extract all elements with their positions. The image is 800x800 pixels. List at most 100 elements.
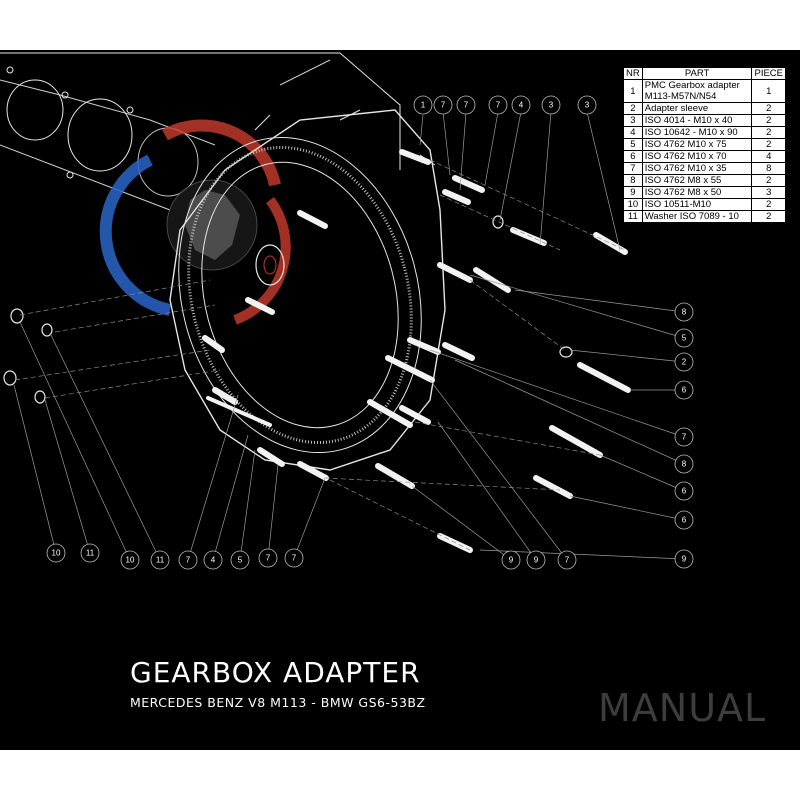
- row-piece: 8: [751, 162, 786, 175]
- callout-label: 5: [238, 556, 243, 565]
- callout-label: 5: [682, 334, 687, 343]
- engine-block: [0, 52, 401, 211]
- row-nr: 5: [623, 138, 643, 151]
- row-nr: 2: [623, 102, 643, 115]
- row-nr: 7: [623, 162, 643, 175]
- callout-label: 7: [441, 101, 446, 110]
- callout-label: 9: [534, 556, 539, 565]
- callout-right-8: 6: [674, 510, 694, 530]
- callout-label: 1: [421, 101, 426, 110]
- row-nr: 6: [623, 150, 643, 163]
- row-nr: 8: [623, 174, 643, 187]
- row-piece: 4: [751, 150, 786, 163]
- callout-markers: 1 7 7 7 4 3 3 8 5 2 6 7 8 6 6 9 10 11 10…: [46, 95, 694, 570]
- callout-bottom-5: 7: [178, 550, 198, 570]
- callout-label: 9: [682, 555, 687, 564]
- callout-right-6: 8: [674, 454, 694, 474]
- header-part: PART: [641, 67, 753, 80]
- callout-label: 7: [292, 554, 297, 563]
- callout-label: 7: [682, 433, 687, 442]
- callout-top-4: 7: [488, 95, 508, 115]
- row-part: Washer ISO 7089 - 10: [641, 210, 753, 223]
- callout-top-5: 4: [511, 95, 531, 115]
- callout-top-6: 3: [541, 95, 561, 115]
- row-piece: 2: [751, 102, 786, 115]
- callout-label: 6: [682, 487, 687, 496]
- callout-bottom-9: 7: [284, 548, 304, 568]
- row-piece: 1: [751, 79, 786, 103]
- callout-label: 8: [682, 308, 687, 317]
- header-piece: PIECE: [751, 67, 786, 80]
- row-piece: 2: [751, 126, 786, 139]
- bolts: [202, 149, 631, 553]
- callout-bottom-3: 10: [120, 550, 140, 570]
- row-piece: 2: [751, 138, 786, 151]
- page-title: GEARBOX ADAPTER: [130, 656, 421, 689]
- callout-top-2: 7: [433, 95, 453, 115]
- callout-bottom-8: 7: [258, 548, 278, 568]
- pmc-logo: [99, 119, 291, 325]
- parts-table-header: NR PART PIECE: [623, 67, 786, 80]
- callout-bottom-4: 11: [150, 550, 170, 570]
- gearbox-adapter-plate: [169, 109, 446, 471]
- row-part: ISO 4762 M10 x 75: [641, 138, 753, 151]
- callout-right-5: 7: [674, 427, 694, 447]
- row-nr: 1: [623, 79, 643, 103]
- header-nr: NR: [623, 67, 643, 80]
- callout-label: 7: [266, 554, 271, 563]
- row-piece: 2: [751, 210, 786, 223]
- row-part: ISO 4762 M8 x 50: [641, 186, 753, 199]
- callout-bottom-1: 10: [46, 543, 66, 563]
- row-piece: 2: [751, 198, 786, 211]
- callout-label: 7: [496, 101, 501, 110]
- row-piece: 2: [751, 174, 786, 187]
- row-part: Adapter sleeve: [641, 102, 753, 115]
- callout-bottom-10: 9: [501, 550, 521, 570]
- callout-right-7: 6: [674, 481, 694, 501]
- row-nr: 9: [623, 186, 643, 199]
- callout-top-1: 1: [413, 95, 433, 115]
- callout-label: 7: [565, 556, 570, 565]
- row-part: ISO 4762 M10 x 70: [641, 150, 753, 163]
- leader-lines: [13, 111, 685, 561]
- row-nr: 3: [623, 114, 643, 127]
- row-part: ISO 10642 - M10 x 90: [641, 126, 753, 139]
- row-piece: 2: [751, 114, 786, 127]
- callout-label: 11: [86, 549, 95, 558]
- callout-label: 7: [464, 101, 469, 110]
- callout-bottom-6: 4: [203, 550, 223, 570]
- callout-label: 8: [682, 460, 687, 469]
- row-part: ISO 10511-M10: [641, 198, 753, 211]
- callout-right-1: 8: [674, 302, 694, 322]
- callout-right-9: 9: [674, 549, 694, 569]
- callout-right-2: 5: [674, 328, 694, 348]
- page-subtitle: MERCEDES BENZ V8 M113 - BMW GS6-53BZ: [130, 695, 426, 710]
- row-part: ISO 4014 - M10 x 40: [641, 114, 753, 127]
- manual-badge: MANUAL: [598, 686, 767, 730]
- row-part: PMC Gearbox adapter M113-M57N/N54: [641, 79, 753, 103]
- callout-label: 3: [585, 101, 590, 110]
- callout-top-7: 3: [577, 95, 597, 115]
- callout-label: 3: [549, 101, 554, 110]
- callout-label: 6: [682, 386, 687, 395]
- row-part: ISO 4762 M10 x 35: [641, 162, 753, 175]
- callout-label: 6: [682, 516, 687, 525]
- callout-bottom-2: 11: [80, 543, 100, 563]
- callout-right-3: 2: [674, 352, 694, 372]
- assembly-axes: [14, 159, 626, 551]
- callout-label: 2: [682, 358, 687, 367]
- diagram-panel: 1 7 7 7 4 3 3 8 5 2 6 7 8 6 6 9 10 11 10…: [0, 50, 800, 750]
- row-nr: 10: [623, 198, 643, 211]
- exploded-view-drawing: 1 7 7 7 4 3 3 8 5 2 6 7 8 6 6 9 10 11 10…: [0, 52, 694, 570]
- row-nr: 11: [623, 210, 643, 223]
